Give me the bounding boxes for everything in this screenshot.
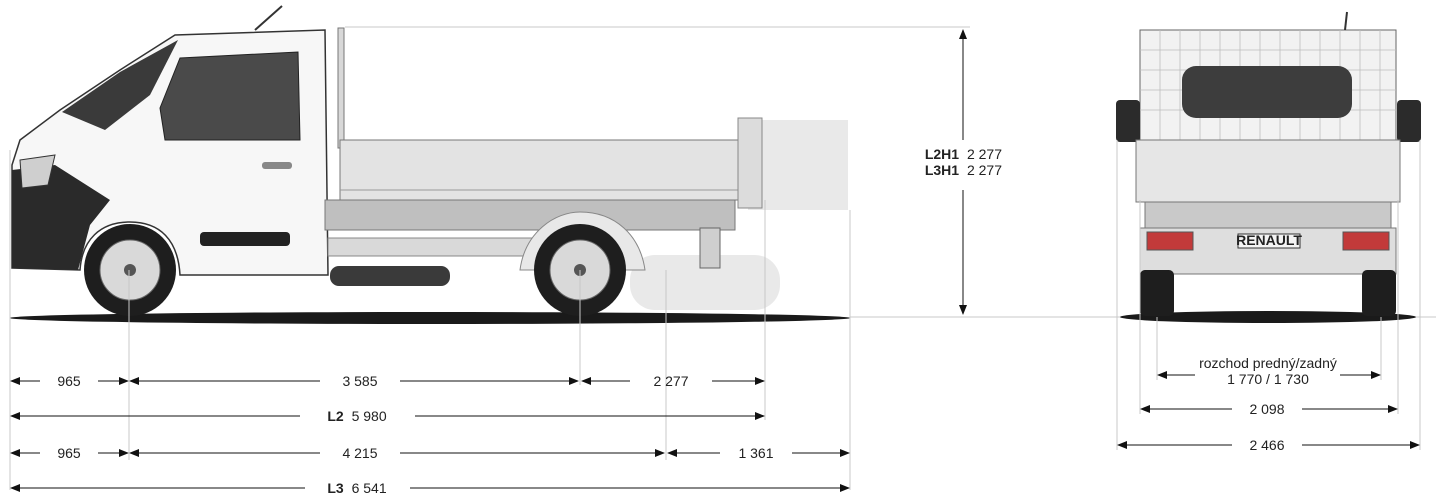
row1-front-overhang: 965 <box>57 373 81 389</box>
brand-plate <box>1237 233 1301 249</box>
fuel-tank <box>330 266 450 286</box>
left-tail-light <box>1146 231 1194 251</box>
tipper-box <box>339 139 746 201</box>
height-label: L2H1 2 277 L3H1 2 277 <box>925 146 1002 178</box>
side-view-truck <box>10 5 850 324</box>
row1-wheelbase: 3 585 <box>342 373 377 389</box>
chassis-rail <box>327 237 539 257</box>
mirror-width-value: 2 466 <box>1249 437 1284 453</box>
row3-front-overhang: 965 <box>57 445 81 461</box>
chassis-frame <box>324 199 736 231</box>
row2-length: 5 980 <box>352 408 387 424</box>
tipper-rear-post <box>737 117 763 209</box>
svg-text:L3 6 541: L3 6 541 <box>327 480 386 493</box>
cab-windshield <box>62 40 178 130</box>
svg-text:L2H1 2 277: L2H1 2 277 <box>925 146 1002 162</box>
rear-dimension-labels: rozchod predný/zadný 1 770 / 1 730 2 098… <box>1199 355 1337 453</box>
dim-row-2: L2 5 980 <box>10 408 765 424</box>
left-mirror <box>1116 100 1140 142</box>
right-mirror <box>1397 100 1421 142</box>
dim-row-4: L3 6 541 <box>10 480 850 493</box>
rear-view-truck: RENAULT <box>1116 11 1421 323</box>
row3-rear-overhang: 1 361 <box>738 445 773 461</box>
headboard-post <box>337 27 345 149</box>
rear-right-tire <box>1362 270 1396 316</box>
row4-length: 6 541 <box>352 480 387 493</box>
front-wheel <box>84 224 176 316</box>
brand-plate-text: RENAULT <box>1236 232 1302 248</box>
side-ground-shadow <box>10 312 850 324</box>
antenna <box>254 5 283 31</box>
row3-wheelbase: 4 215 <box>342 445 377 461</box>
body-width-value: 2 098 <box>1249 401 1284 417</box>
dim-row-1: 965 3 585 2 277 <box>10 373 765 389</box>
height-model-2: L3H1 <box>925 162 959 178</box>
svg-text:L2 5 980: L2 5 980 <box>327 408 386 424</box>
row2-model: L2 <box>327 408 344 424</box>
height-value-2: 2 277 <box>967 162 1002 178</box>
height-model-1: L2H1 <box>925 146 959 162</box>
right-tail-light <box>1342 231 1390 251</box>
rear-light-bracket <box>699 227 721 269</box>
cab-door-handle <box>262 162 292 169</box>
row1-rear-overhang: 2 277 <box>653 373 688 389</box>
cab-side-trim <box>200 232 290 246</box>
rear-antenna <box>1344 11 1348 31</box>
l3-ghost-body <box>630 120 848 310</box>
row4-model: L3 <box>327 480 344 493</box>
rear-tailgate <box>1135 139 1401 203</box>
svg-text:L3H1 2 277: L3H1 2 277 <box>925 162 1002 178</box>
cab-side-window <box>159 51 301 141</box>
rear-cab-window <box>1182 66 1352 118</box>
rear-left-tire <box>1140 270 1174 316</box>
dim-row-3: 965 4 215 1 361 <box>10 445 850 461</box>
track-value: 1 770 / 1 730 <box>1227 371 1309 387</box>
rear-dimension-lines <box>1116 140 1421 450</box>
cab-front-bumper <box>12 165 110 270</box>
headlight <box>19 154 56 189</box>
track-label: rozchod predný/zadný <box>1199 355 1337 371</box>
rear-ground-shadow <box>1120 311 1416 323</box>
height-value-1: 2 277 <box>967 146 1002 162</box>
